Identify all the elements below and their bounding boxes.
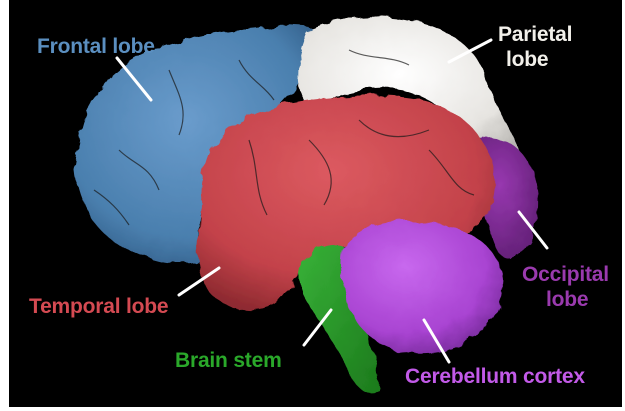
cerebellum-cortex-label: Cerebellum cortex [405, 364, 585, 389]
brain-diagram-panel: Frontal lobe Parietal lobe Temporal lobe… [9, 0, 622, 407]
frontal-lobe-label: Frontal lobe [37, 34, 155, 59]
parietal-lobe-label-line2: lobe [498, 47, 572, 72]
brain-stem-label: Brain stem [175, 348, 282, 373]
parietal-lobe-label: Parietal lobe [498, 22, 572, 72]
temporal-lobe-label: Temporal lobe [29, 294, 168, 319]
occipital-lobe-label-line2: lobe [522, 287, 609, 312]
occipital-lobe-label-line1: Occipital [522, 262, 609, 287]
parietal-lobe-label-line1: Parietal [498, 22, 572, 47]
occipital-lobe-label: Occipital lobe [522, 262, 609, 312]
